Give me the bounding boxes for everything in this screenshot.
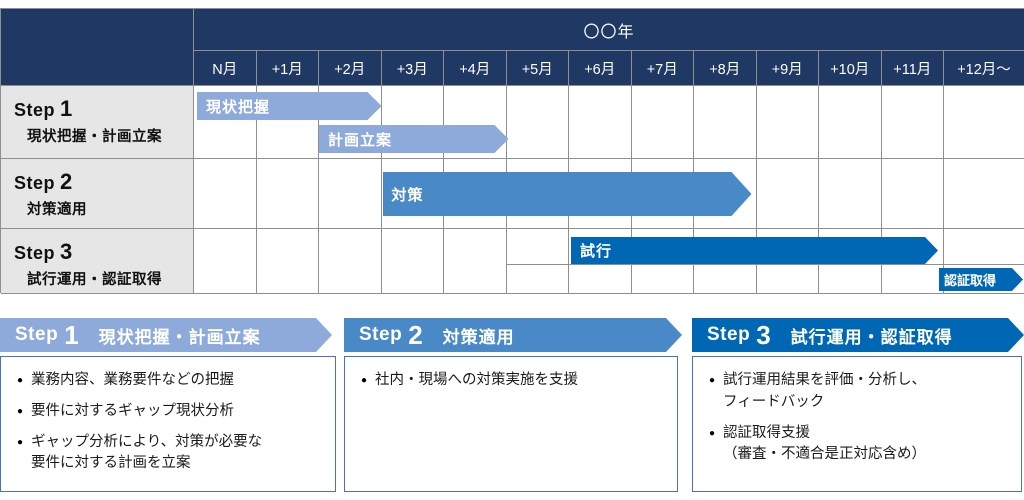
banner-step-number: 2 <box>408 320 423 350</box>
grid-cell <box>881 159 944 229</box>
banner-step-number: 3 <box>756 320 771 350</box>
grid-cell <box>381 229 444 294</box>
month-header-row: N月+1月+2月+3月+4月+5月+6月+7月+8月+9月+10月+11月+12… <box>194 51 1024 86</box>
banner-step-number: 1 <box>64 320 79 350</box>
bullet-item: ● 認証取得支援 （審査・不適合是正対応含め） <box>709 423 1013 467</box>
bullet-icon: ● <box>709 427 716 439</box>
banner-title: 試行運用・認証取得 <box>790 327 953 347</box>
month-header-10: +9月 <box>756 51 819 86</box>
month-header-1: N月 <box>194 51 257 86</box>
month-header-4: +3月 <box>381 51 444 86</box>
month-header-3: +2月 <box>319 51 382 86</box>
grid-cell <box>756 159 819 229</box>
month-header-13: +12月〜 <box>944 51 1024 86</box>
grid-cell <box>506 229 569 294</box>
step-detail-box-2: ● 社内・現場への対策実施を支援 <box>344 356 678 492</box>
banner-title: 現状把握・計画立案 <box>98 327 261 347</box>
gantt-table: 〇〇年 N月+1月+2月+3月+4月+5月+6月+7月+8月+9月+10月+11… <box>0 8 1024 294</box>
grid-cell <box>444 229 507 294</box>
step-detail-box-3: ● 試行運用結果を評価・分析し、 フィードバック ● 認証取得支援 （審査・不適合是正… <box>692 356 1022 492</box>
gantt-bar-試行: 試行 <box>571 237 938 264</box>
step-label-title: 試行運用・認証取得 <box>27 272 162 288</box>
step-word: Step <box>14 100 56 120</box>
grid-cell <box>569 86 632 159</box>
grid-cell <box>944 86 1024 159</box>
step-number: 1 <box>60 96 73 121</box>
bullet-text: 業務内容、業務要件などの把握 <box>31 372 235 388</box>
bullet-item: ● 要件に対するギャップ現状分析 <box>17 401 327 423</box>
step-number: 3 <box>60 239 73 264</box>
month-header-5: +4月 <box>444 51 507 86</box>
bullet-item: ● 社内・現場への対策実施を支援 <box>361 370 669 392</box>
gantt-bar-対策: 対策 <box>383 172 752 216</box>
month-header-6: +5月 <box>506 51 569 86</box>
month-header-2: +1月 <box>256 51 319 86</box>
bullet-text: 試行運用結果を評価・分析し、 フィードバック <box>723 372 927 410</box>
bullet-icon: ● <box>17 405 24 417</box>
grid-cell <box>194 229 257 294</box>
step-word: Step <box>14 173 56 193</box>
bullet-item: ● ギャップ分析により、対策が必要な 要件に対する計画を立案 <box>17 432 327 476</box>
grid-cell <box>819 86 882 159</box>
gantt-bar-認証取得: 認証取得 <box>939 268 1023 291</box>
bullet-icon: ● <box>17 375 24 386</box>
month-header-11: +10月 <box>819 51 882 86</box>
grid-cell <box>256 159 319 229</box>
bullet-text: 要件に対するギャップ現状分析 <box>31 402 235 419</box>
month-header-9: +8月 <box>694 51 757 86</box>
month-header-12: +11月 <box>881 51 944 86</box>
table-corner-cell <box>1 9 194 86</box>
banner-step-word: Step <box>707 324 751 345</box>
banner-title: 対策適用 <box>442 327 515 347</box>
banner-step-word: Step <box>359 324 403 345</box>
grid-cell <box>756 86 819 159</box>
step-label-title: 対策適用 <box>27 202 87 218</box>
step-word: Step <box>14 243 56 263</box>
gantt-bar-現状把握: 現状把握 <box>197 92 382 120</box>
grid-midline <box>506 264 1024 265</box>
grid-cell <box>194 159 257 229</box>
grid-cell <box>319 159 382 229</box>
step-label-title: 現状把握・計画立案 <box>27 129 162 145</box>
bullet-icon: ● <box>709 375 716 386</box>
grid-cell <box>256 229 319 294</box>
gantt-bar-計画立案: 計画立案 <box>319 125 509 153</box>
banner-step-word: Step <box>15 324 59 345</box>
grid-cell <box>631 86 694 159</box>
month-header-8: +7月 <box>631 51 694 86</box>
year-header: 〇〇年 <box>194 9 1024 51</box>
grid-cell <box>319 229 382 294</box>
grid-cell <box>506 86 569 159</box>
bullet-text: 社内・現場への対策実施を支援 <box>375 372 579 388</box>
bullet-icon: ● <box>17 436 24 448</box>
bullet-icon: ● <box>361 375 368 386</box>
month-header-7: +6月 <box>569 51 632 86</box>
grid-cell <box>944 159 1024 229</box>
bullet-text: 認証取得支援 （審査・不適合是正対応含め） <box>723 424 927 463</box>
step-detail-box-1: ● 業務内容、業務要件などの把握 ● 要件に対するギャップ現状分析 ● ギャップ分析により… <box>0 356 336 492</box>
bullet-item: ● 試行運用結果を評価・分析し、 フィードバック <box>709 370 1013 414</box>
grid-cell <box>881 86 944 159</box>
step-number: 2 <box>60 169 73 194</box>
bullet-item: ● 業務内容、業務要件などの把握 <box>17 370 327 392</box>
grid-cell <box>819 159 882 229</box>
bullet-text: ギャップ分析により、対策が必要な 要件に対する計画を立案 <box>31 433 263 472</box>
grid-cell <box>694 86 757 159</box>
